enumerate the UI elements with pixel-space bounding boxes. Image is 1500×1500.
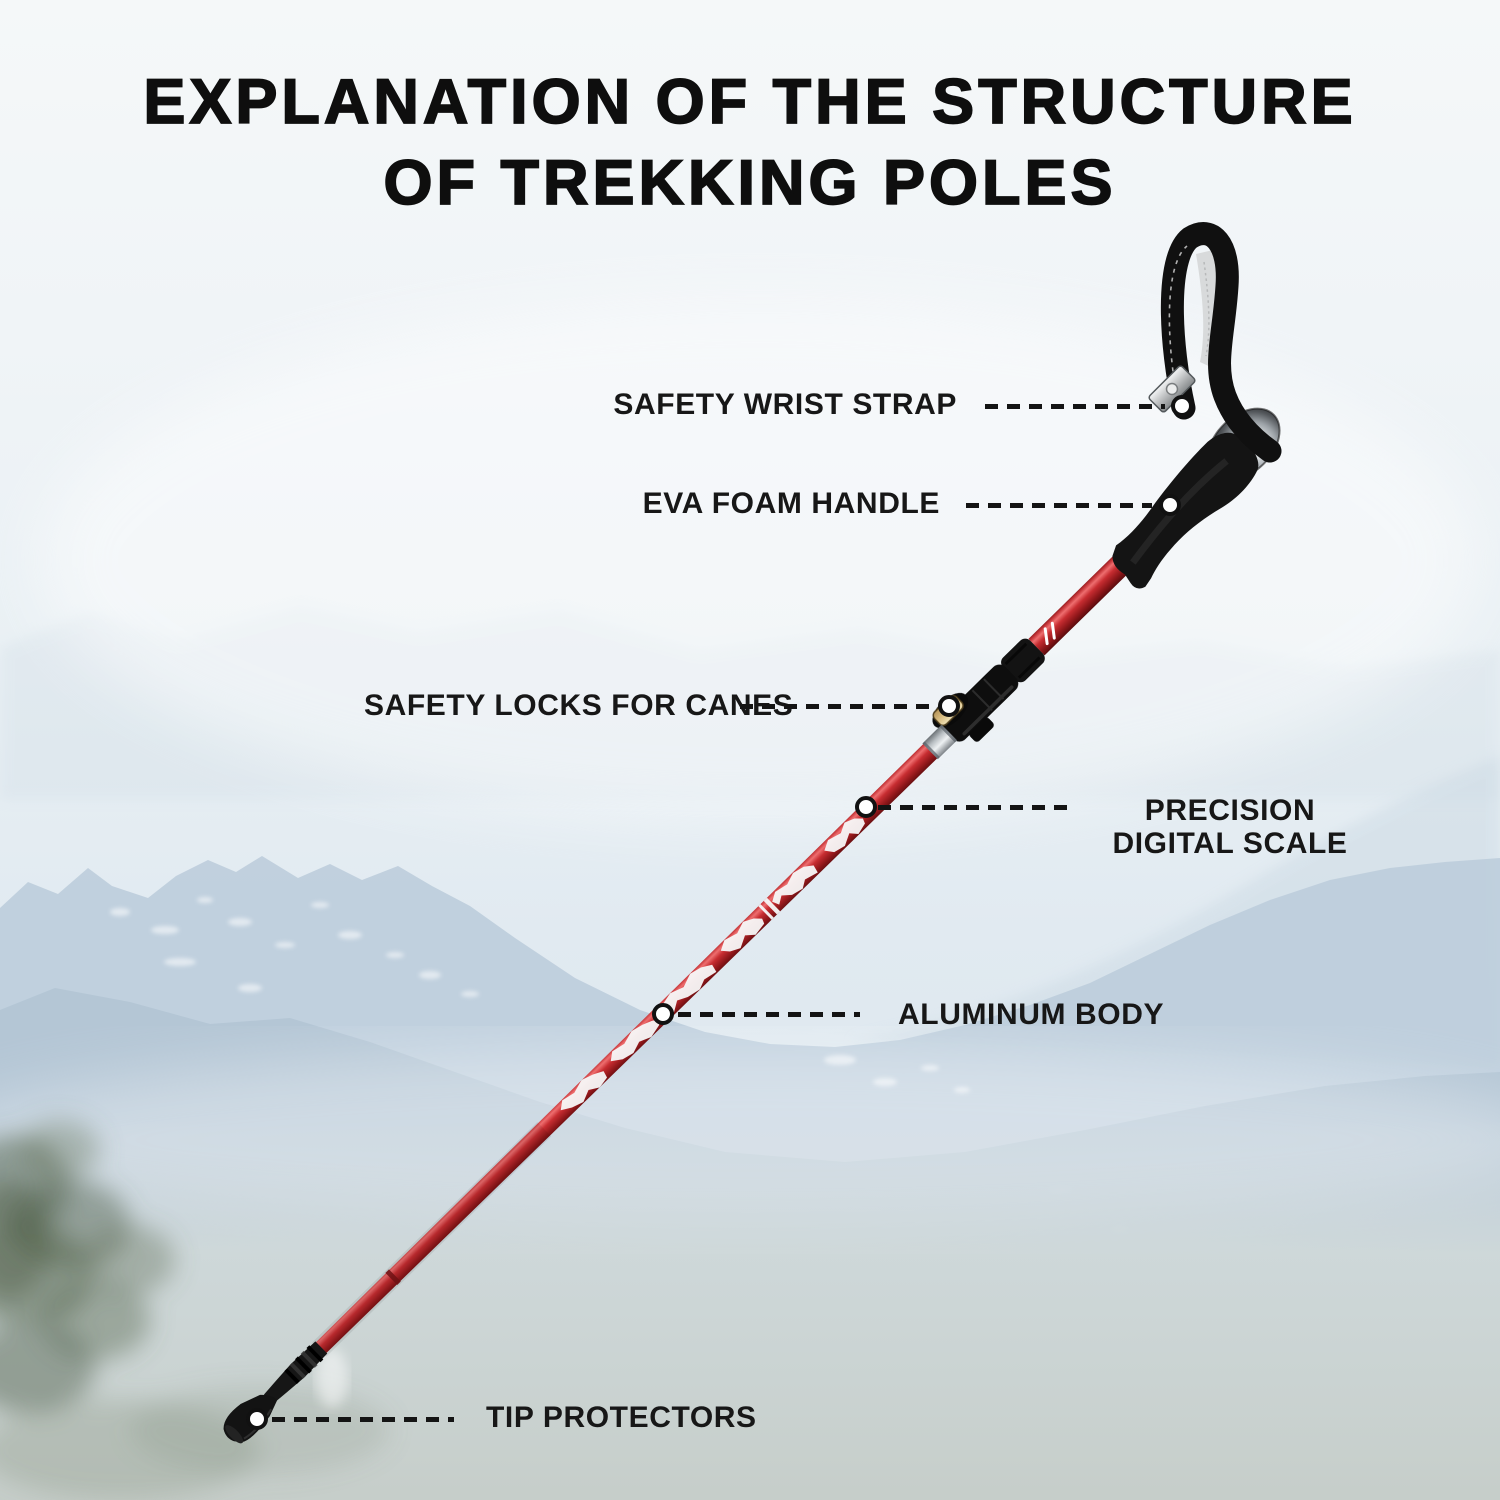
callout-line-aluminum-body (678, 1012, 860, 1017)
callout-dot-foam-handle (1159, 494, 1181, 516)
page-title: EXPLANATION OF THE STRUCTURE OF TREKKING… (0, 62, 1500, 224)
wrist-strap (1148, 222, 1282, 463)
title-line-2: OF TREKKING POLES (383, 147, 1117, 219)
ferrule (263, 1341, 328, 1404)
callout-dot-wrist-strap (1171, 395, 1193, 417)
callout-dot-tip-protectors (246, 1408, 268, 1430)
velcro-strap (1001, 638, 1045, 683)
callout-line-foam-handle (966, 503, 1152, 508)
shaft-joint-ring (385, 1269, 401, 1285)
trekking-pole (223, 407, 1281, 1444)
shaft-graphics (560, 818, 865, 1111)
label-safety-wrist-strap: SAFETY WRIST STRAP (613, 388, 957, 421)
label-safety-locks: SAFETY LOCKS FOR CANES (364, 689, 794, 722)
label-tip-protectors: TIP PROTECTORS (486, 1401, 757, 1434)
callout-line-digital-scale (878, 805, 1070, 810)
callout-line-safety-locks (740, 704, 936, 709)
callout-dot-safety-locks (938, 695, 960, 717)
label-eva-foam-handle: EVA FOAM HANDLE (642, 487, 940, 520)
strap-loop (1160, 222, 1282, 463)
shaft-logo-icon (1043, 621, 1056, 646)
title-line-1: EXPLANATION OF THE STRUCTURE (142, 66, 1357, 138)
callout-dot-aluminum-body (652, 1003, 674, 1025)
label-digital-scale: PRECISION DIGITAL SCALE (1112, 794, 1348, 860)
callout-line-wrist-strap (985, 404, 1165, 409)
tip-wisp (316, 1348, 348, 1408)
callout-line-tip-protectors (272, 1417, 454, 1422)
label-aluminum-body: ALUMINUM BODY (898, 998, 1165, 1031)
callout-dot-digital-scale (855, 796, 877, 818)
lower-shaft-shade (312, 1122, 552, 1357)
strap-stitch (1168, 245, 1188, 399)
sky-wash (40, 300, 1480, 820)
trees (0, 1120, 390, 1500)
shaft-collar (922, 724, 958, 760)
